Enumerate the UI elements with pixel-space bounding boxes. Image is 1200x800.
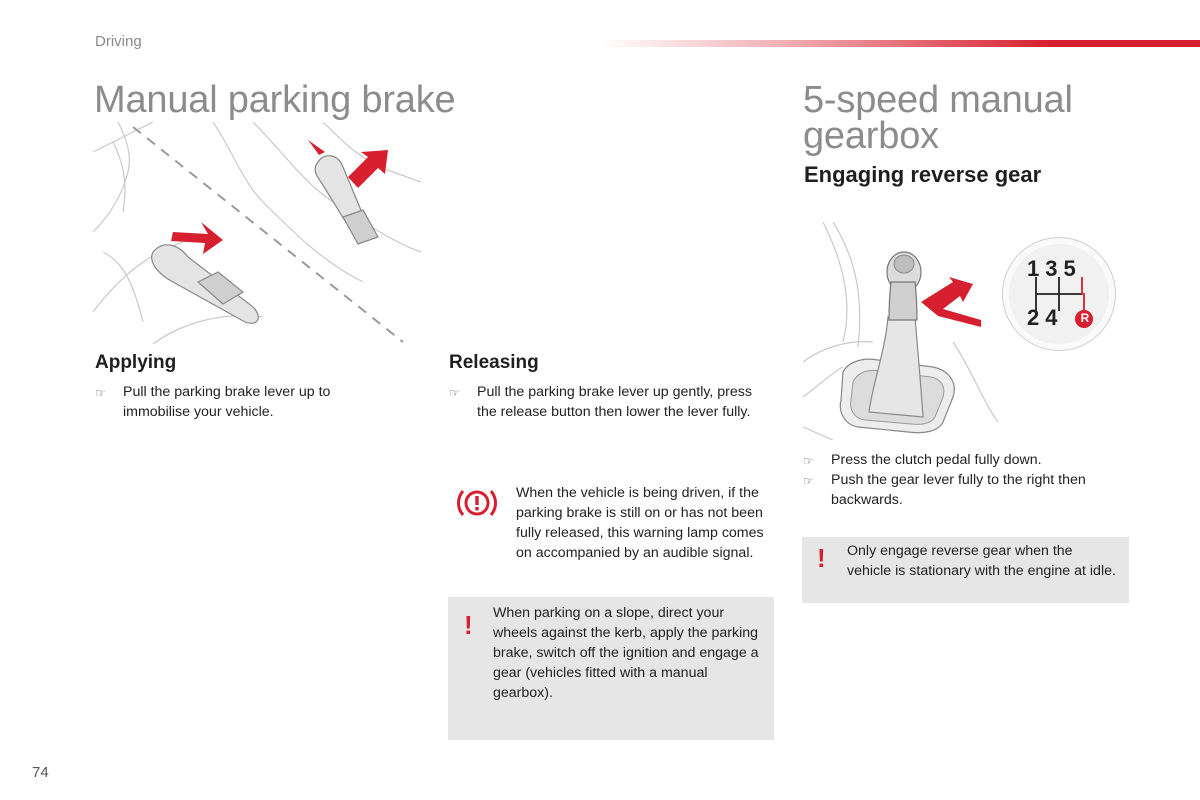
- applying-heading: Applying: [95, 352, 177, 373]
- header-accent-bar: [600, 40, 1200, 47]
- gearbox-subtitle: Engaging reverse gear: [804, 162, 1042, 187]
- gearbox-bullet-2-text: Push the gear lever fully to the right t…: [831, 472, 1086, 508]
- gear-r: R: [1080, 311, 1090, 325]
- gear-pattern-lines: [1035, 277, 1093, 328]
- gear-bottom-row: 24: [1027, 305, 1064, 331]
- gearbox-title-line2: gearbox: [803, 115, 939, 157]
- gear-lever-illustration: [803, 222, 998, 440]
- applying-bullet: ☞ Pull the parking brake lever up to imm…: [95, 382, 385, 422]
- gearbox-title-line1: 5-speed manual: [803, 79, 1073, 121]
- gearbox-bullet-2: ☞ Push the gear lever fully to the right…: [803, 470, 1133, 510]
- pointing-hand-icon: ☞: [803, 474, 814, 488]
- releasing-bullet: ☞ Pull the parking brake lever up gently…: [449, 382, 759, 422]
- gear-top-row: 135: [1027, 256, 1082, 282]
- gear-5: 5: [1063, 256, 1082, 281]
- gear-2: 2: [1027, 305, 1046, 330]
- reverse-note: Only engage reverse gear when the vehicl…: [847, 543, 1116, 579]
- gear-3: 3: [1045, 256, 1064, 281]
- page-title: Manual parking brake: [94, 79, 456, 121]
- reverse-note-box: [802, 537, 1129, 603]
- section-label: Driving: [95, 33, 142, 50]
- pointing-hand-icon: ☞: [95, 386, 106, 400]
- pointing-hand-icon: ☞: [803, 454, 814, 468]
- applying-bullet-text: Pull the parking brake lever up to immob…: [123, 384, 331, 420]
- slope-note-box: [448, 597, 774, 740]
- releasing-bullet-text: Pull the parking brake lever up gently, …: [477, 384, 752, 420]
- slope-note: When parking on a slope, direct your whe…: [493, 605, 759, 701]
- page-number: 74: [32, 764, 49, 781]
- gearbox-bullet-1-text: Press the clutch pedal fully down.: [831, 452, 1042, 468]
- brake-warning-lamp-icon: [457, 490, 497, 516]
- exclamation-icon: !: [464, 610, 473, 640]
- gearbox-bullet-1: ☞ Press the clutch pedal fully down.: [803, 450, 1133, 471]
- gear-1: 1: [1027, 256, 1046, 281]
- exclamation-icon: !: [817, 543, 826, 573]
- warning-lamp-note: When the vehicle is being driven, if the…: [516, 485, 764, 561]
- parking-brake-illustration: [93, 122, 421, 344]
- pointing-hand-icon: ☞: [449, 386, 460, 400]
- gear-4: 4: [1045, 305, 1064, 330]
- releasing-heading: Releasing: [449, 352, 539, 373]
